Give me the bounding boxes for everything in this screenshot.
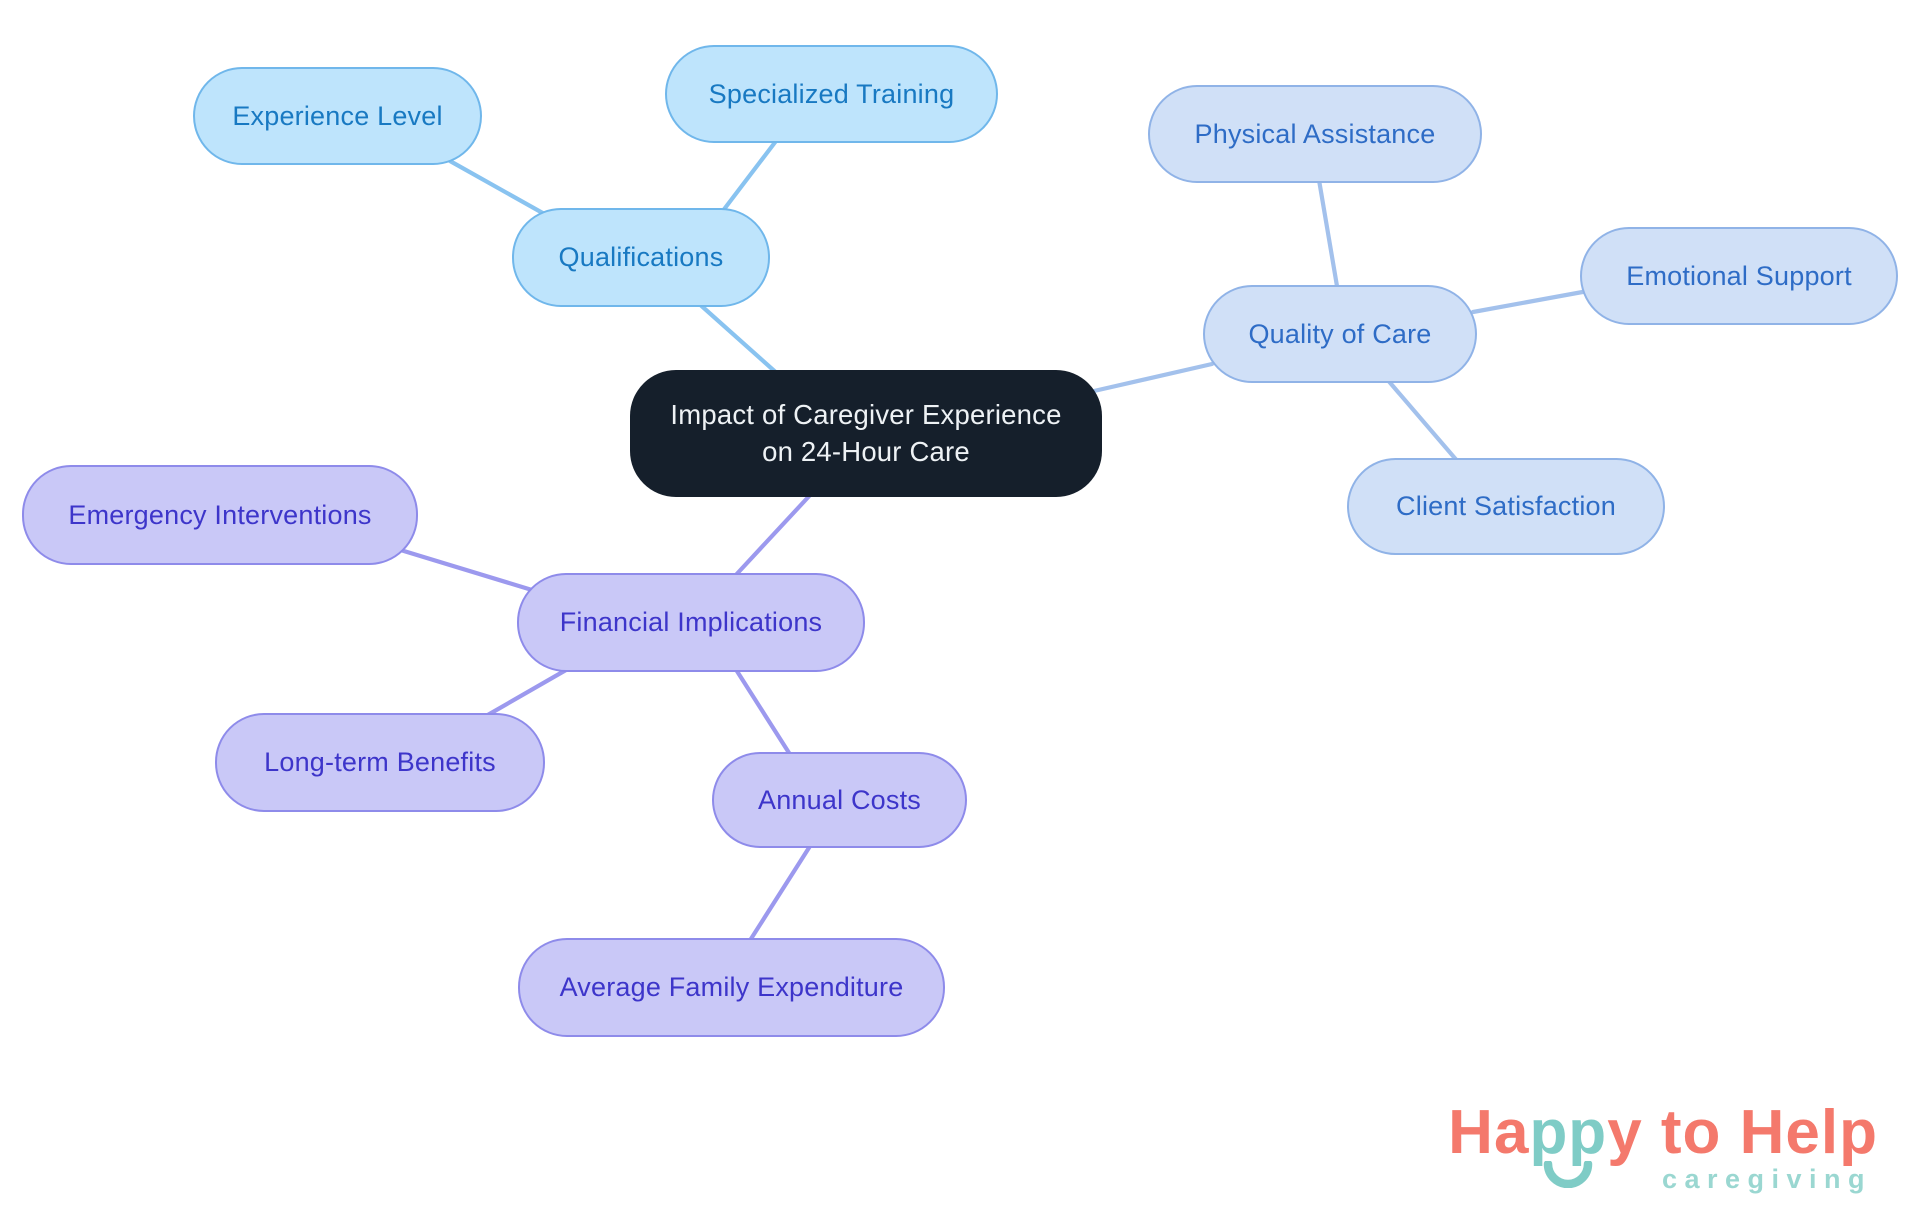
logo-text-y-to-help: y to Help [1607,1098,1878,1167]
edge-financial-longterm [483,667,569,719]
node-label: Quality of Care [1248,318,1432,349]
logo-text-pp: pp [1529,1102,1607,1188]
node-label: Emotional Support [1626,260,1852,291]
edge-experience-qualifications [447,158,551,219]
node-long-term-benefits[interactable]: Long-term Benefits [215,713,545,812]
node-qualifications[interactable]: Qualifications [512,208,770,307]
smile-icon [1544,1161,1593,1188]
logo-text-pp-glyphs: pp [1529,1098,1608,1167]
node-label: Long-term Benefits [264,747,496,777]
logo-text-ha: Ha [1448,1098,1530,1167]
node-experience-level[interactable]: Experience Level [193,67,482,165]
edge-central-quality-of-care [1091,361,1215,394]
node-label: Emergency Interventions [68,499,372,530]
edge-central-financial [731,490,815,580]
node-label: Specialized Training [708,78,955,109]
edge-qualifications-central [693,298,783,379]
node-label: Experience Level [232,100,443,131]
edge-quality-of-care-client [1383,375,1462,466]
node-emergency-interventions[interactable]: Emergency Interventions [22,465,418,565]
edge-quality-of-care-emotional [1470,288,1591,315]
node-label: Physical Assistance [1194,118,1436,149]
node-client-satisfaction[interactable]: Client Satisfaction [1347,458,1665,555]
node-label: Qualifications [558,242,724,272]
node-emotional-support[interactable]: Emotional Support [1580,227,1898,325]
node-annual-costs[interactable]: Annual Costs [712,752,967,848]
edge-financial-annual [732,665,794,759]
node-label: Annual Costs [758,784,921,815]
node-central-topic[interactable]: Impact of Caregiver Experience on 24-Hou… [630,370,1102,497]
edge-annual-avgfam [746,840,815,945]
logo-subtitle: caregiving [1661,1164,1872,1194]
edge-emergency-financial [391,545,535,593]
node-label: Impact of Caregiver Experience on 24-Hou… [670,398,1062,467]
node-specialized-training[interactable]: Specialized Training [665,45,998,143]
node-label: Financial Implications [559,607,823,637]
node-label: Average Family Expenditure [559,972,904,1002]
node-quality-of-care[interactable]: Quality of Care [1203,285,1477,383]
node-financial-implications[interactable]: Financial Implications [517,573,865,672]
node-physical-assistance[interactable]: Physical Assistance [1148,85,1482,183]
node-label: Client Satisfaction [1396,491,1616,521]
node-average-family-expenditure[interactable]: Average Family Expenditure [518,938,945,1037]
edge-physical-quality-of-care [1316,177,1341,295]
edge-specialized-qualifications [719,138,779,215]
